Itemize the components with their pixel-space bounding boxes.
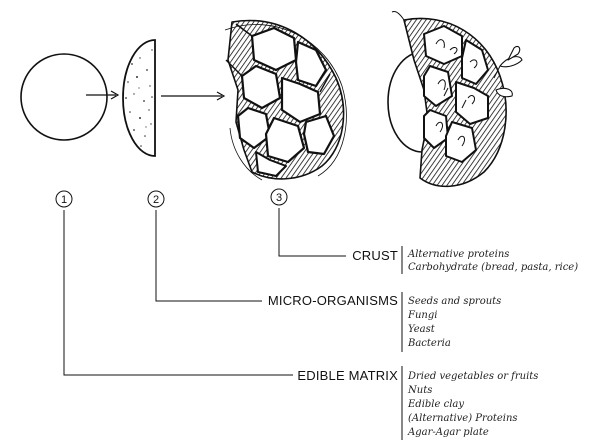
step-marker-1: 1: [55, 190, 73, 208]
step-number-3: 3: [276, 192, 282, 204]
step-number-1: 1: [61, 194, 67, 206]
leader-lines: [63, 208, 346, 376]
edible-matrix-item: Dried vegetables or fruits: [407, 371, 538, 382]
micro-organisms-item: Bacteria: [407, 338, 451, 349]
crust-illustration: [224, 19, 347, 181]
micro-organisms-items: Seeds and sprouts Fungi Yeast Bacteria: [407, 296, 501, 349]
edible-matrix-item: (Alternative) Proteins: [408, 413, 518, 424]
edible-matrix-item: Nuts: [407, 385, 432, 396]
micro-organisms-item: Seeds and sprouts: [408, 296, 501, 307]
edible-matrix-item: Edible clay: [407, 399, 464, 410]
crust-label: CRUST: [352, 248, 398, 263]
combined-illustration: [387, 11, 523, 188]
micro-organisms-item: Fungi: [407, 310, 437, 321]
micro-organisms-illustration: [122, 39, 226, 157]
leader-line-micro-organisms: [155, 210, 262, 302]
micro-organisms-label: MICRO-ORGANISMS: [268, 293, 398, 308]
edible-matrix-illustration: [20, 53, 120, 141]
crust-item: Carbohydrate (bread, pasta, rice): [408, 262, 578, 273]
step-marker-3: 3: [270, 188, 288, 206]
edible-matrix-label: EDIBLE MATRIX: [297, 368, 398, 383]
edible-matrix-item: Agar-Agar plate: [407, 427, 489, 438]
edible-matrix-items: Dried vegetables or fruits Nuts Edible c…: [407, 371, 538, 438]
crust-items: Alternative proteins Carbohydrate (bread…: [407, 249, 578, 273]
leader-line-crust: [278, 208, 346, 257]
crust-item: Alternative proteins: [407, 249, 509, 260]
step-marker-2: 2: [147, 190, 165, 208]
micro-organisms-item: Yeast: [408, 324, 436, 335]
step-number-2: 2: [153, 194, 159, 206]
leader-line-edible-matrix: [63, 210, 293, 376]
